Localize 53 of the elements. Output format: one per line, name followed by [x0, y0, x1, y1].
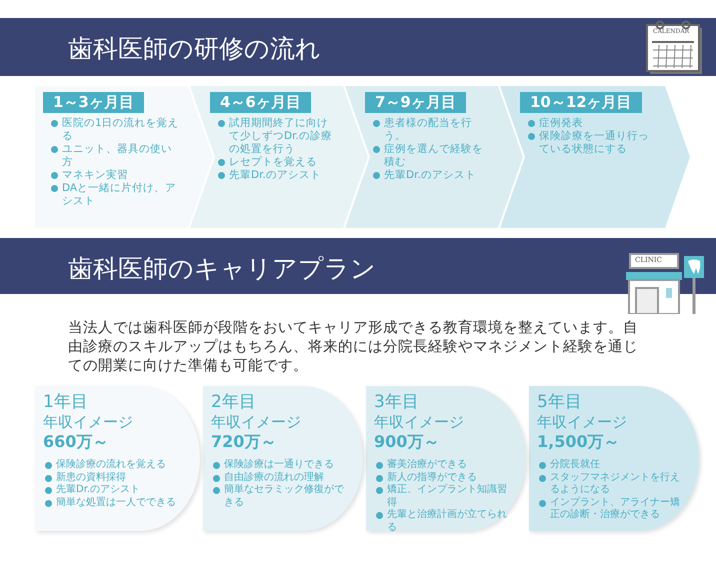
career-stage — [366, 386, 526, 531]
bullet-item: 先輩Dr.のアシスト — [43, 484, 182, 496]
year-heading: 1年目 — [43, 391, 89, 413]
salary-amount: 1,500万～ — [537, 432, 621, 453]
bullet-item: 保険診療は一通りできる — [211, 459, 345, 472]
chevron-step — [35, 86, 213, 228]
chevron-step — [345, 86, 523, 228]
section-heading: 歯科医師のキャリアプラン — [68, 253, 376, 285]
bullet-item: 分院長就任 — [537, 459, 681, 472]
bullet-item: 症例を選んで経験を積む — [371, 143, 491, 169]
bullet-item: 新人の指導ができる — [374, 472, 508, 484]
bullet-item: 簡単な処置は一人でできる — [43, 496, 182, 509]
bullet-item: 患者様の配当を行う。 — [371, 117, 491, 143]
step-heading: 4～6ヶ月目 — [210, 92, 311, 113]
bullet-item: インプラント、アライナー矯正の診断・治療ができる — [537, 496, 681, 522]
bullet-item: 症例発表 — [526, 117, 658, 130]
salary-caption: 年収イメージ — [211, 413, 302, 432]
bullet-item: スタッフマネジメントを行えるようになる — [537, 472, 681, 496]
career-stage — [203, 386, 363, 531]
step-heading: 7～9ヶ月目 — [365, 92, 466, 113]
bullet-item: 簡単なセラミック修復ができる — [211, 484, 345, 509]
bullet-item: 審美治療ができる — [374, 459, 508, 472]
bullet-item: 矯正、インプラント知識習得 — [374, 484, 508, 509]
salary-caption: 年収イメージ — [537, 413, 628, 432]
bullet-item: 医院の1日の流れを覚える — [49, 117, 181, 143]
bullet-item: 先輩Dr.のアシスト — [371, 169, 491, 182]
salary-caption: 年収イメージ — [43, 413, 134, 432]
year-heading: 2年目 — [211, 391, 257, 413]
chevron-step — [500, 86, 690, 228]
career-stage — [529, 386, 699, 531]
bullet-item: 新患の資料採得 — [43, 472, 182, 484]
bullet-item: 保険診療を一通り行っている状態にする — [526, 130, 658, 156]
bullet-item: 試用期間終了に向けて少しずつDr.の診療の処置を行う — [216, 117, 336, 156]
salary-amount: 900万～ — [374, 432, 440, 453]
bullet-item: 自由診療の流れの理解 — [211, 472, 345, 484]
bullet-item: ユニット、器具の使い方 — [49, 143, 181, 169]
career-stage — [35, 386, 200, 531]
bullet-item: DAと一緒に片付け、アシスト — [49, 182, 181, 208]
step-heading: 1～3ヶ月目 — [43, 92, 144, 113]
step-heading: 10～12ヶ月目 — [520, 92, 642, 113]
chevron-step — [190, 86, 368, 228]
salary-amount: 720万～ — [211, 432, 278, 453]
salary-amount: 660万～ — [43, 432, 110, 453]
year-heading: 5年目 — [537, 391, 583, 413]
bullet-item: レセプトを覚える — [216, 156, 336, 169]
intro-paragraph: 当法人では歯科医師が段階をおいてキャリア形成できる教育環境を整えています。自由診療のスキルアップはもちろん、将来的には分院長経験やマネジメント経験を通じての開業に向けた準備も可能です。 — [68, 318, 639, 375]
bullet-item: マネキン実習 — [49, 169, 181, 182]
bullet-item: 先輩と治療計画が立てられる — [374, 509, 508, 534]
salary-caption: 年収イメージ — [374, 413, 465, 432]
bullet-item: 保険診療の流れを覚える — [43, 459, 182, 472]
bullet-item: 先輩Dr.のアシスト — [216, 169, 336, 182]
title: 歯科医師の研修の流れ — [68, 33, 321, 65]
year-heading: 3年目 — [374, 391, 420, 413]
